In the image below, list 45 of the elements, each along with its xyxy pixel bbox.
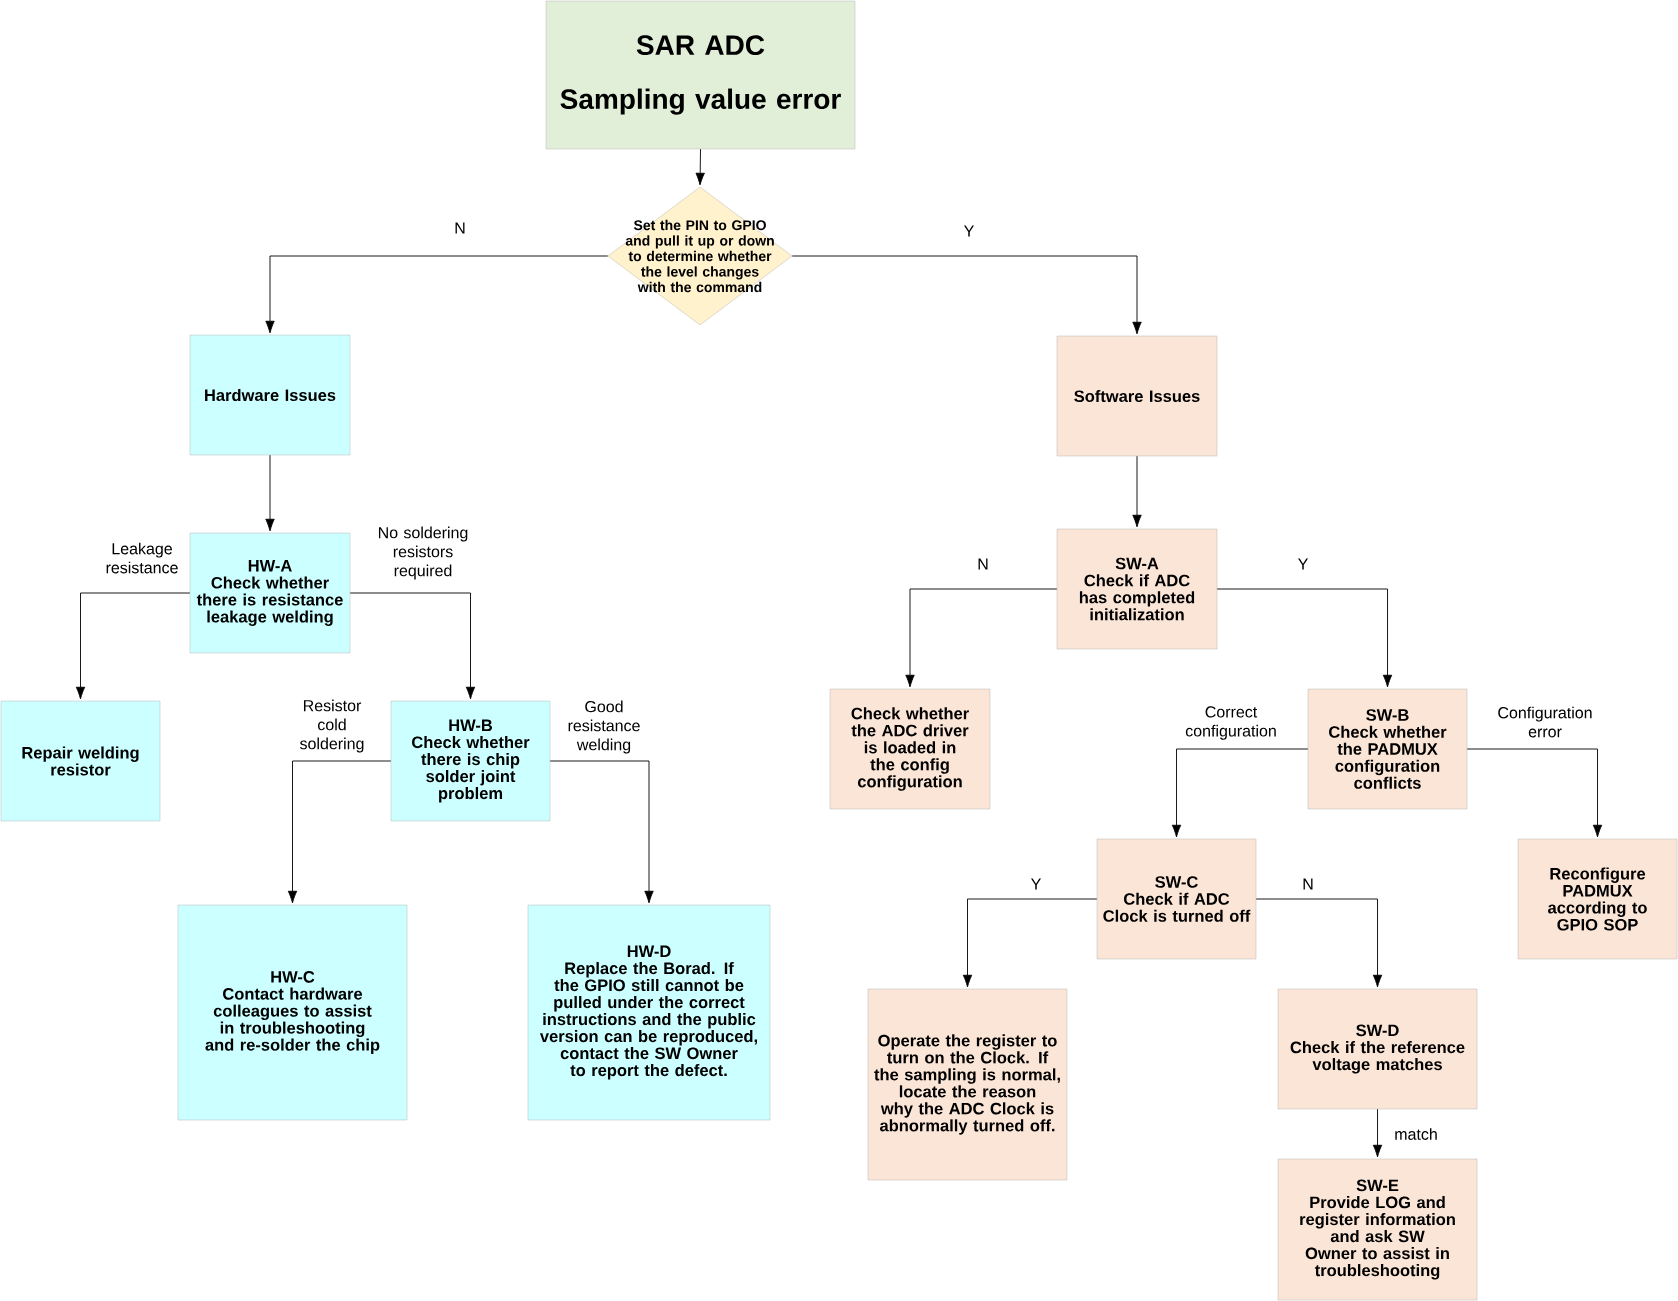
process-box: SW-D Check if the reference voltage matches	[1277, 988, 1478, 1110]
process-box: Reconfigure PADMUX according to GPIO SOP	[1517, 838, 1678, 960]
arrow	[791, 255, 1142, 335]
process-box: Operate the register to turn on the Clock. If the sampling is normal, locate the reason why the ADC Clock is abnormally turned off.	[867, 988, 1068, 1181]
arrow	[75, 592, 191, 700]
arrow	[349, 592, 476, 700]
process-box: Check whether the ADC driver is loaded in the config configuration	[829, 688, 991, 810]
arrow	[549, 760, 654, 904]
edge-label: Y	[1031, 878, 1041, 890]
title-box: SAR ADC Sampling value error	[545, 0, 856, 150]
edge-label: Good resistance welding	[568, 700, 640, 754]
arrow	[962, 898, 1098, 988]
edge-label: N	[978, 558, 988, 570]
edge-label: N	[1303, 878, 1313, 890]
arrow	[905, 588, 1058, 688]
process-box: HW-D Replace the Borad. If the GPIO still cannot be pulled under the correct instructions and the public version can be reproduced, contact the SW Owner to report the defect.	[527, 904, 771, 1121]
edge-label: Correct configuration	[1185, 706, 1276, 740]
edge-label: Y	[964, 225, 974, 237]
arrow	[1466, 748, 1603, 838]
edge-label: Resistor cold soldering	[300, 699, 364, 753]
arrow	[265, 255, 609, 334]
process-box: HW-A Check whether there is resistance leakage welding	[189, 532, 351, 654]
process-box: Hardware Issues	[189, 334, 351, 456]
arrow	[1171, 748, 1309, 838]
edge-label: match	[1395, 1128, 1437, 1140]
process-box: SW-B Check whether the PADMUX configuration conflicts	[1307, 688, 1468, 810]
edge-label: Y	[1298, 558, 1308, 570]
edge-label: Configuration error	[1498, 706, 1592, 738]
process-box: SW-A Check if ADC has completed initialization	[1056, 528, 1218, 650]
arrow	[1216, 588, 1393, 688]
process-box: Software Issues	[1056, 335, 1218, 457]
process-box: HW-B Check whether there is chip solder joint problem	[390, 700, 551, 822]
edge-label: Leakage resistance	[106, 542, 178, 574]
process-box: HW-C Contact hardware colleagues to assist in troubleshooting and re-solder the chip	[177, 904, 408, 1121]
process-box: SW-E Provide LOG and register information and ask SW Owner to assist in troubleshooting	[1277, 1158, 1478, 1301]
arrow	[1132, 455, 1142, 528]
arrow	[287, 760, 392, 904]
arrow	[695, 148, 705, 186]
arrow	[265, 454, 275, 532]
process-box: Repair welding resistor	[0, 700, 161, 822]
process-box: SW-C Check if ADC Clock is turned off	[1096, 838, 1257, 960]
arrow	[1372, 1108, 1383, 1158]
arrow	[1255, 898, 1383, 988]
edge-label: No soldering resistors required	[378, 526, 468, 580]
edge-label: N	[455, 222, 465, 234]
